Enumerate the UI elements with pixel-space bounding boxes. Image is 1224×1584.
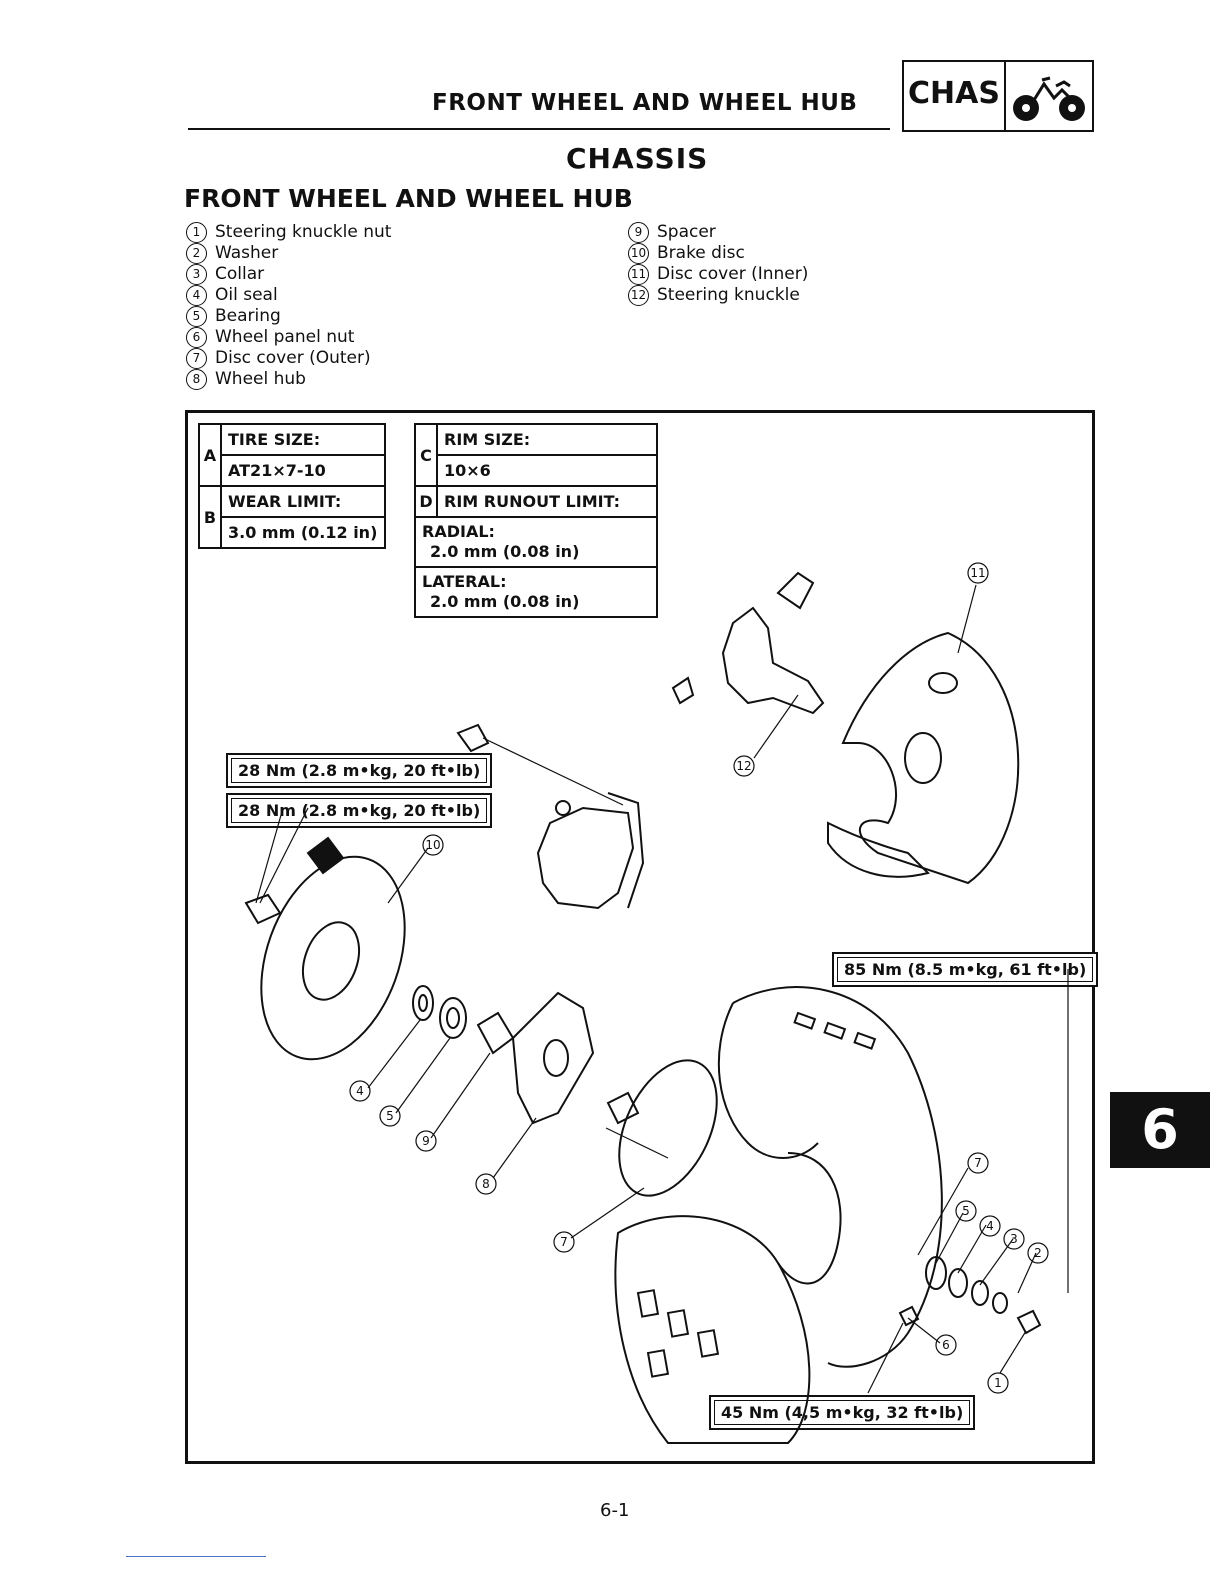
wheel-tire-lower [614,1215,811,1444]
chapter-badge: CHAS [902,60,1094,132]
brake-disc [260,855,406,1061]
svg-text:7: 7 [974,1156,982,1170]
svg-text:4: 4 [356,1084,364,1098]
torque-wheel-nut: 45 Nm (4,5 m•kg, 32 ft•lb) [709,1395,976,1430]
radial-value: 2.0 mm (0.08 in) [430,542,580,561]
svg-text:8: 8 [482,1177,490,1191]
rim-size-label: RIM SIZE: [436,423,658,456]
disc-cover-inner [841,631,1020,885]
tire-size-value: AT21×7-10 [220,454,386,487]
chapter-tab: 6 [1110,1092,1210,1168]
svg-text:3: 3 [1010,1232,1018,1246]
wheel-tire-upper [732,986,943,1368]
torque-caliper-2: 28 Nm (2.8 m•kg, 20 ft•lb) [226,793,493,828]
radial-label: RADIAL: [422,522,495,541]
rim-size-value: 10×6 [436,454,658,487]
svg-text:4: 4 [986,1219,994,1233]
svg-text:9: 9 [422,1134,430,1148]
lateral-value: 2.0 mm (0.08 in) [430,592,580,611]
torque-knuckle-nut: 85 Nm (8.5 m•kg, 61 ft•lb) [832,952,1099,987]
rim-runout-label: RIM RUNOUT LIMIT: [436,485,658,518]
svg-text:1: 1 [994,1376,1002,1390]
svg-text:11: 11 [970,566,985,580]
svg-text:10: 10 [425,838,440,852]
disc-cover-outer [618,1059,718,1197]
atv-icon [1013,76,1085,121]
svg-text:6: 6 [942,1338,950,1352]
section-title: FRONT WHEEL AND WHEEL HUB [184,184,633,213]
page-number: 6-1 [600,1500,630,1521]
svg-text:7: 7 [560,1235,568,1249]
header-rule [188,128,890,130]
chapter-title: CHASSIS [566,142,709,175]
page-header-title: FRONT WHEEL AND WHEEL HUB [432,90,858,116]
brake-caliper [536,806,635,910]
chapter-badge-label: CHAS [908,76,1000,111]
svg-text:12: 12 [736,759,751,773]
footer-line [126,1556,266,1557]
wear-limit-value: 3.0 mm (0.12 in) [220,516,386,549]
lateral-label: LATERAL: [422,572,507,591]
svg-text:5: 5 [386,1109,394,1123]
svg-text:2: 2 [1034,1246,1042,1260]
wear-limit-label: WEAR LIMIT: [220,485,386,518]
badge-divider [1004,62,1006,130]
steering-knuckle [721,606,825,715]
tire-size-label: TIRE SIZE: [220,423,386,456]
wheel-hub [511,991,595,1125]
svg-text:5: 5 [962,1204,970,1218]
exploded-view-drawing: 11 12 10 4 5 9 8 7 7 5 4 3 2 1 6 [244,562,1069,1444]
torque-caliper-1: 28 Nm (2.8 m•kg, 20 ft•lb) [226,753,493,788]
disc-cover-inner-lower [827,821,930,878]
